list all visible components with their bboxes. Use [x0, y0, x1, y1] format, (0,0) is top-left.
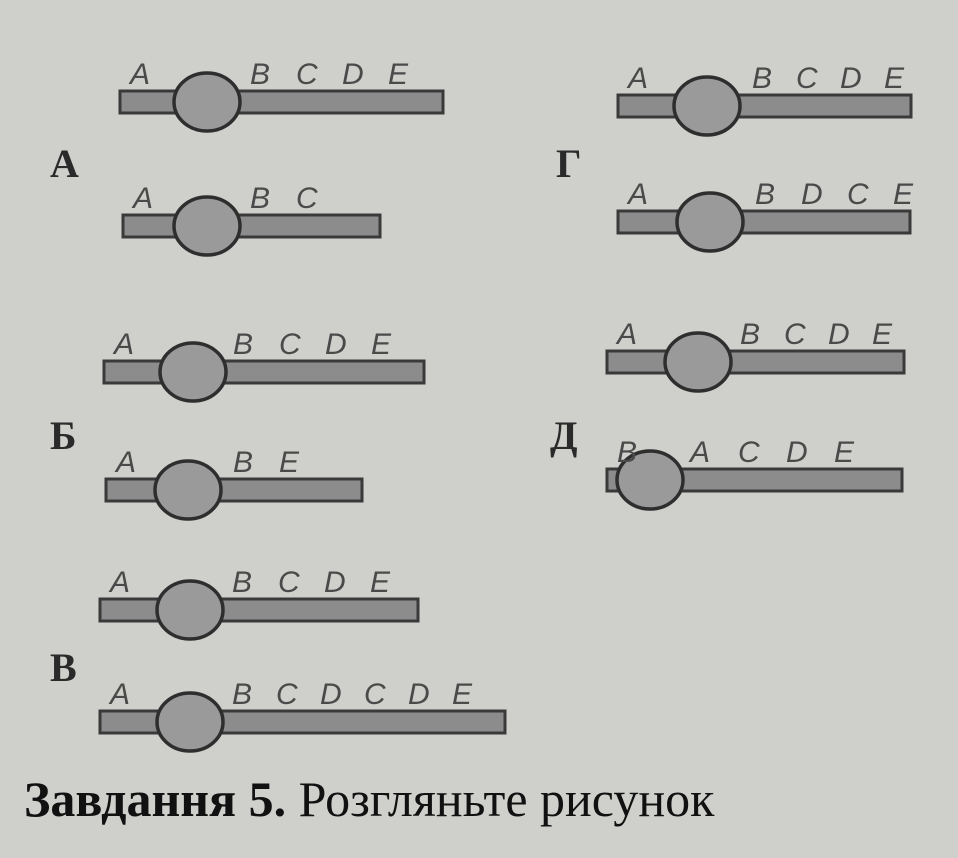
gene-label: B [250, 182, 270, 215]
gene-label: E [452, 678, 473, 711]
gene-label: E [893, 178, 914, 211]
gene-label: B [233, 328, 253, 361]
gene-label: A [108, 566, 130, 599]
gene-label: C [276, 678, 298, 711]
gene-label: D [325, 328, 347, 361]
chromosome-arm [118, 89, 445, 115]
chromosome-arm [616, 93, 913, 119]
chromosome-arm [605, 349, 906, 375]
centromere [158, 341, 228, 403]
gene-label: A [688, 436, 710, 469]
gene-label: A [615, 318, 637, 351]
gene-label: C [738, 436, 760, 469]
gene-label: A [131, 182, 153, 215]
group-label-v: В [50, 645, 77, 690]
gene-label: E [370, 566, 391, 599]
gene-label: C [796, 62, 818, 95]
gene-label: B [233, 446, 253, 479]
chromosome-arm [102, 359, 426, 385]
gene-label: D [408, 678, 430, 711]
gene-label: C [279, 328, 301, 361]
gene-label: D [324, 566, 346, 599]
gene-label: D [840, 62, 862, 95]
centromere [675, 191, 745, 253]
task-number: Завдання 5. [24, 771, 287, 827]
gene-label: E [371, 328, 392, 361]
gene-label: D [342, 58, 364, 91]
gene-label: D [320, 678, 342, 711]
chromosome-arm [616, 209, 912, 235]
gene-label: D [786, 436, 808, 469]
gene-label: C [784, 318, 806, 351]
centromere [155, 579, 225, 641]
gene-label: C [278, 566, 300, 599]
centromere [615, 449, 685, 511]
gene-label: C [847, 178, 869, 211]
gene-label: D [801, 178, 823, 211]
group-label-g: Г [556, 141, 582, 186]
gene-label: E [279, 446, 300, 479]
gene-label: B [232, 566, 252, 599]
centromere [172, 195, 242, 257]
chromosome-arm [104, 477, 364, 503]
group-label-d: Д [550, 413, 578, 458]
chromosome-arm [121, 213, 382, 239]
gene-label: E [872, 318, 893, 351]
gene-label: B [617, 436, 637, 469]
chromosome-arm [98, 597, 420, 623]
task-text: Розгляньте рисунок [286, 771, 715, 827]
gene-label: B [755, 178, 775, 211]
gene-label: B [250, 58, 270, 91]
gene-label: A [128, 58, 150, 91]
gene-label: E [388, 58, 409, 91]
group-label-b: Б [50, 413, 77, 458]
group-label-a: А [50, 141, 79, 186]
gene-label: C [296, 182, 318, 215]
centromere [172, 71, 242, 133]
gene-label: B [740, 318, 760, 351]
gene-label: C [364, 678, 386, 711]
gene-label: A [112, 328, 134, 361]
gene-label: E [884, 62, 905, 95]
centromere [663, 331, 733, 393]
centromere [672, 75, 742, 137]
gene-label: B [752, 62, 772, 95]
gene-label: C [296, 58, 318, 91]
gene-label: D [828, 318, 850, 351]
gene-label: A [626, 178, 648, 211]
gene-label: B [232, 678, 252, 711]
task-caption: Завдання 5. Розгляньте рисунок [24, 770, 714, 828]
gene-label: A [114, 446, 136, 479]
gene-label: A [626, 62, 648, 95]
gene-label: E [834, 436, 855, 469]
centromere [155, 691, 225, 753]
centromere [153, 459, 223, 521]
gene-label: A [108, 678, 130, 711]
